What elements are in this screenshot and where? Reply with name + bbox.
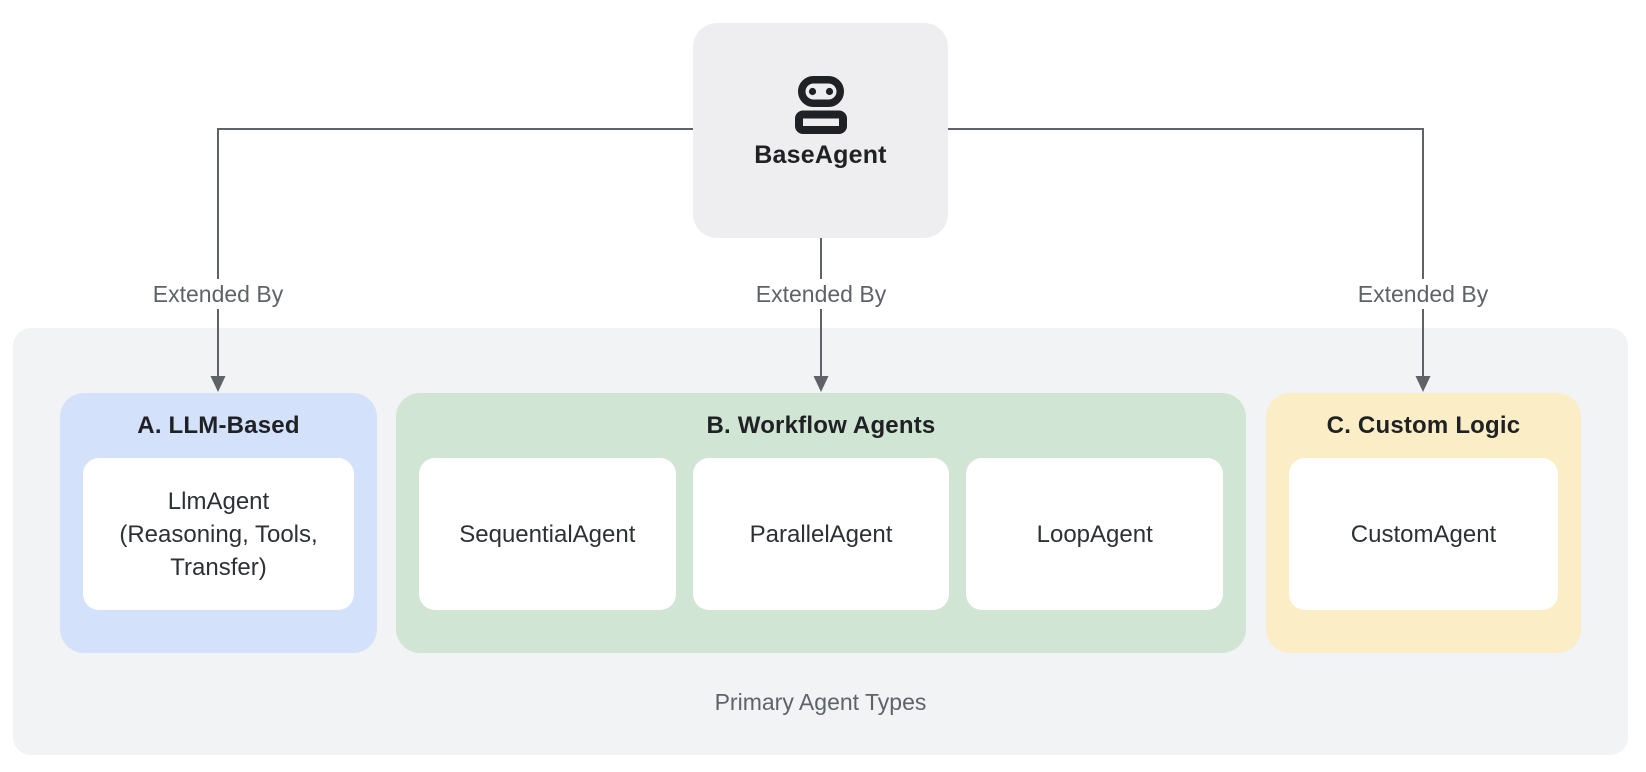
edge-label-left: Extended By: [152, 281, 284, 307]
robot-icon: [794, 76, 847, 134]
group-custom-logic-cards: CustomAgent: [1289, 458, 1558, 610]
llm-agent-card: LlmAgent (Reasoning, Tools, Transfer): [83, 458, 354, 610]
base-agent-node: BaseAgent: [693, 23, 948, 238]
group-llm-based: A. LLM-Based LlmAgent (Reasoning, Tools,…: [60, 393, 377, 653]
group-llm-based-cards: LlmAgent (Reasoning, Tools, Transfer): [83, 458, 354, 610]
parallel-agent-card: ParallelAgent: [692, 458, 950, 610]
custom-agent-card: CustomAgent: [1289, 458, 1558, 610]
group-llm-based-title: A. LLM-Based: [137, 412, 300, 439]
edge-label-right: Extended By: [1357, 281, 1489, 307]
group-workflow-agents-cards: SequentialAgent ParallelAgent LoopAgent: [419, 458, 1224, 610]
panel-caption: Primary Agent Types: [714, 689, 927, 715]
group-workflow-agents-title: B. Workflow Agents: [706, 412, 936, 439]
base-agent-label: BaseAgent: [754, 141, 887, 169]
edge-label-center: Extended By: [755, 281, 887, 307]
loop-agent-card: LoopAgent: [966, 458, 1224, 610]
primary-agent-types-panel: A. LLM-Based LlmAgent (Reasoning, Tools,…: [13, 328, 1628, 755]
group-custom-logic-title: C. Custom Logic: [1326, 412, 1521, 439]
sequential-agent-card: SequentialAgent: [419, 458, 676, 610]
group-custom-logic: C. Custom Logic CustomAgent: [1266, 393, 1581, 653]
group-workflow-agents: B. Workflow Agents SequentialAgent Paral…: [396, 393, 1246, 653]
